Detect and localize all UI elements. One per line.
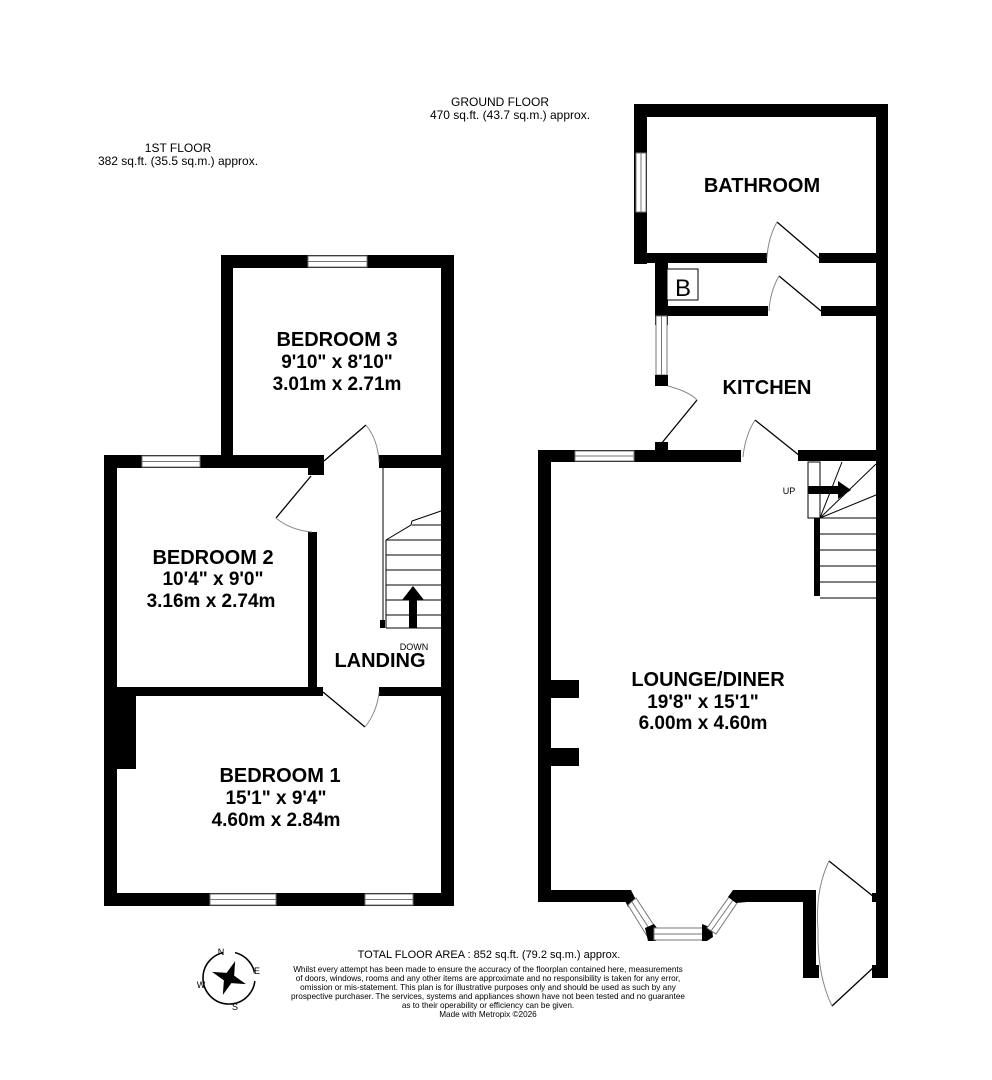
arrow-right-icon	[808, 481, 851, 499]
first-floor-header: 1ST FLOOR 382 sq.ft. (35.5 sq.m.) approx…	[98, 141, 258, 168]
ground-floor-area: 470 sq.ft. (43.7 sq.m.) approx.	[430, 108, 590, 122]
compass-w: W	[197, 980, 206, 990]
disclaimer-line: prospective purchaser. The services, sys…	[291, 992, 685, 1001]
wall	[104, 687, 323, 696]
svg-text:19'8" x 15'1": 19'8" x 15'1"	[647, 692, 759, 713]
wall	[379, 455, 444, 468]
wall	[655, 442, 668, 462]
svg-text:BEDROOM 3: BEDROOM 3	[276, 329, 397, 351]
wall	[104, 455, 117, 906]
room-bedroom-1: BEDROOM 1 15'1" x 9'4" 4.60m x 2.84m	[212, 765, 341, 831]
room-bedroom-3: BEDROOM 3 9'10" x 8'10" 3.01m x 2.71m	[273, 329, 402, 395]
ground-floor-plan: B	[538, 104, 888, 1007]
staircase-first-floor[interactable]	[380, 462, 442, 629]
wall	[634, 104, 888, 117]
svg-text:LANDING: LANDING	[334, 650, 425, 672]
stairs-up-label: UP	[783, 486, 796, 496]
wall	[819, 253, 879, 263]
compass-e: E	[254, 966, 260, 976]
ground-floor-header: GROUND FLOOR 470 sq.ft. (43.7 sq.m.) app…	[430, 95, 590, 122]
svg-text:6.00m x 4.60m: 6.00m x 4.60m	[639, 713, 768, 734]
svg-text:4.60m x 2.84m: 4.60m x 2.84m	[212, 810, 341, 831]
svg-text:9'10" x 8'10": 9'10" x 8'10"	[281, 352, 393, 373]
wall	[872, 893, 880, 902]
wall	[634, 253, 767, 263]
wall-nib	[551, 680, 579, 698]
wall	[379, 687, 444, 696]
compass-rose-icon: N E S W	[197, 947, 265, 1012]
wall	[821, 306, 879, 316]
wall	[308, 455, 324, 475]
total-floor-area: TOTAL FLOOR AREA : 852 sq.ft. (79.2 sq.m…	[358, 949, 621, 961]
svg-text:3.16m x 2.74m: 3.16m x 2.74m	[147, 591, 276, 612]
room-lounge-diner: LOUNGE/DINER 19'8" x 15'1" 6.00m x 4.60m	[631, 669, 785, 734]
wall	[655, 375, 668, 386]
staircase-ground-floor[interactable]	[807, 461, 877, 599]
svg-text:KITCHEN: KITCHEN	[723, 377, 812, 399]
wall	[876, 104, 888, 978]
first-floor-title: 1ST FLOOR	[145, 141, 212, 155]
wall	[538, 450, 741, 462]
disclaimer-line: as to their operability or efficiency ca…	[402, 1001, 574, 1010]
compass-s: S	[232, 1002, 238, 1012]
svg-text:LOUNGE/DINER: LOUNGE/DINER	[631, 669, 785, 691]
wall	[745, 890, 816, 902]
arrow-up-icon	[402, 586, 424, 628]
room-kitchen: KITCHEN	[723, 377, 812, 399]
boiler	[666, 268, 699, 301]
wall	[441, 255, 454, 906]
ground-floor-title: GROUND FLOOR	[451, 95, 549, 109]
room-bedroom-2: BEDROOM 2 10'4" x 9'0" 3.16m x 2.74m	[147, 547, 276, 612]
disclaimer-line: of doors, windows, rooms and any other i…	[296, 974, 681, 983]
footer: TOTAL FLOOR AREA : 852 sq.ft. (79.2 sq.m…	[291, 949, 685, 1019]
wall	[655, 306, 768, 316]
svg-text:BATHROOM: BATHROOM	[704, 175, 820, 197]
compass-n: N	[218, 947, 225, 957]
chimney-breast	[117, 694, 136, 769]
room-landing: LANDING DOWN	[334, 642, 428, 672]
svg-text:BEDROOM 2: BEDROOM 2	[152, 547, 273, 569]
first-floor-area: 382 sq.ft. (35.5 sq.m.) approx.	[98, 154, 258, 168]
wall	[798, 450, 878, 461]
first-floor-plan: BEDROOM 3 9'10" x 8'10" 3.01m x 2.71m BE…	[104, 255, 454, 906]
svg-text:BEDROOM 1: BEDROOM 1	[219, 765, 340, 787]
svg-text:10'4" x 9'0": 10'4" x 9'0"	[162, 569, 263, 590]
svg-text:15'1" x 9'4": 15'1" x 9'4"	[225, 788, 326, 809]
stairs-down-label: DOWN	[400, 642, 429, 652]
boiler-label: B	[675, 275, 691, 302]
disclaimer-line: Whilst every attempt has been made to en…	[293, 965, 683, 974]
wall	[308, 532, 317, 692]
room-bathroom: BATHROOM	[704, 175, 820, 197]
wall	[538, 450, 551, 902]
wall	[538, 890, 626, 902]
wall	[803, 890, 816, 978]
wall	[221, 255, 233, 465]
svg-text:3.01m x 2.71m: 3.01m x 2.71m	[273, 374, 402, 395]
wall-nib	[551, 748, 579, 766]
disclaimer-line: omission or mis-statement. This plan is …	[300, 983, 677, 992]
wall	[872, 965, 880, 978]
wall	[803, 965, 819, 978]
wall	[104, 455, 324, 468]
metropix-credit: Made with Metropix ©2026	[439, 1010, 537, 1019]
